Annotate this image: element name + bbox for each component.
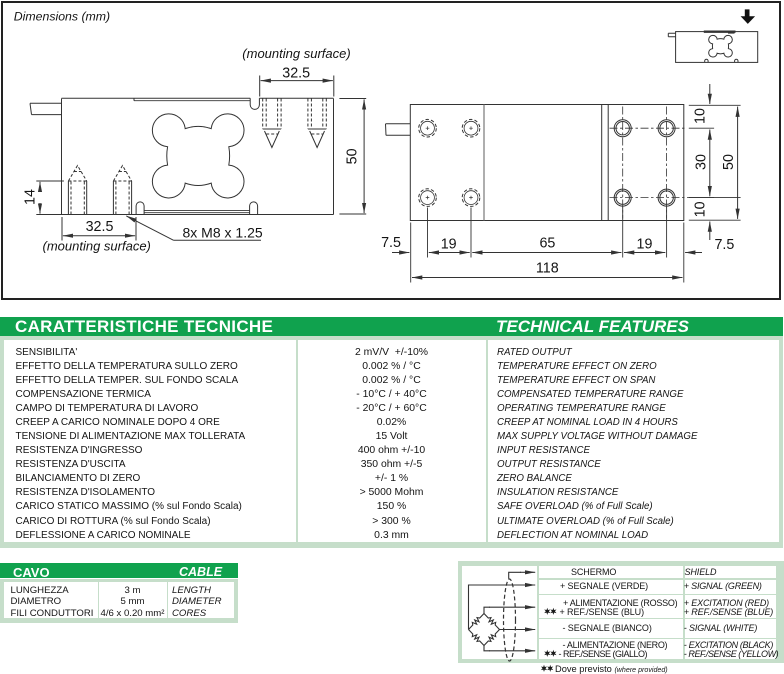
- svg-text:65: 65: [539, 235, 555, 251]
- svg-text:7.5: 7.5: [381, 235, 401, 251]
- svg-text:50: 50: [345, 148, 361, 164]
- svg-text:118: 118: [536, 261, 559, 277]
- svg-text:10: 10: [693, 201, 709, 217]
- svg-text:14: 14: [22, 189, 38, 205]
- svg-text:Dimensions (mm): Dimensions (mm): [14, 10, 110, 24]
- svg-text:10: 10: [693, 108, 709, 124]
- svg-text:7.5: 7.5: [714, 237, 734, 253]
- svg-text:8x M8 x 1.25: 8x M8 x 1.25: [183, 225, 263, 241]
- svg-text:50: 50: [721, 154, 737, 170]
- svg-text:(mounting surface): (mounting surface): [242, 46, 350, 61]
- svg-text:32.5: 32.5: [282, 66, 310, 82]
- svg-text:19: 19: [637, 236, 653, 252]
- svg-text:32.5: 32.5: [86, 219, 114, 235]
- svg-text:19: 19: [441, 236, 457, 252]
- svg-text:(mounting surface): (mounting surface): [43, 239, 151, 254]
- svg-text:30: 30: [693, 154, 709, 170]
